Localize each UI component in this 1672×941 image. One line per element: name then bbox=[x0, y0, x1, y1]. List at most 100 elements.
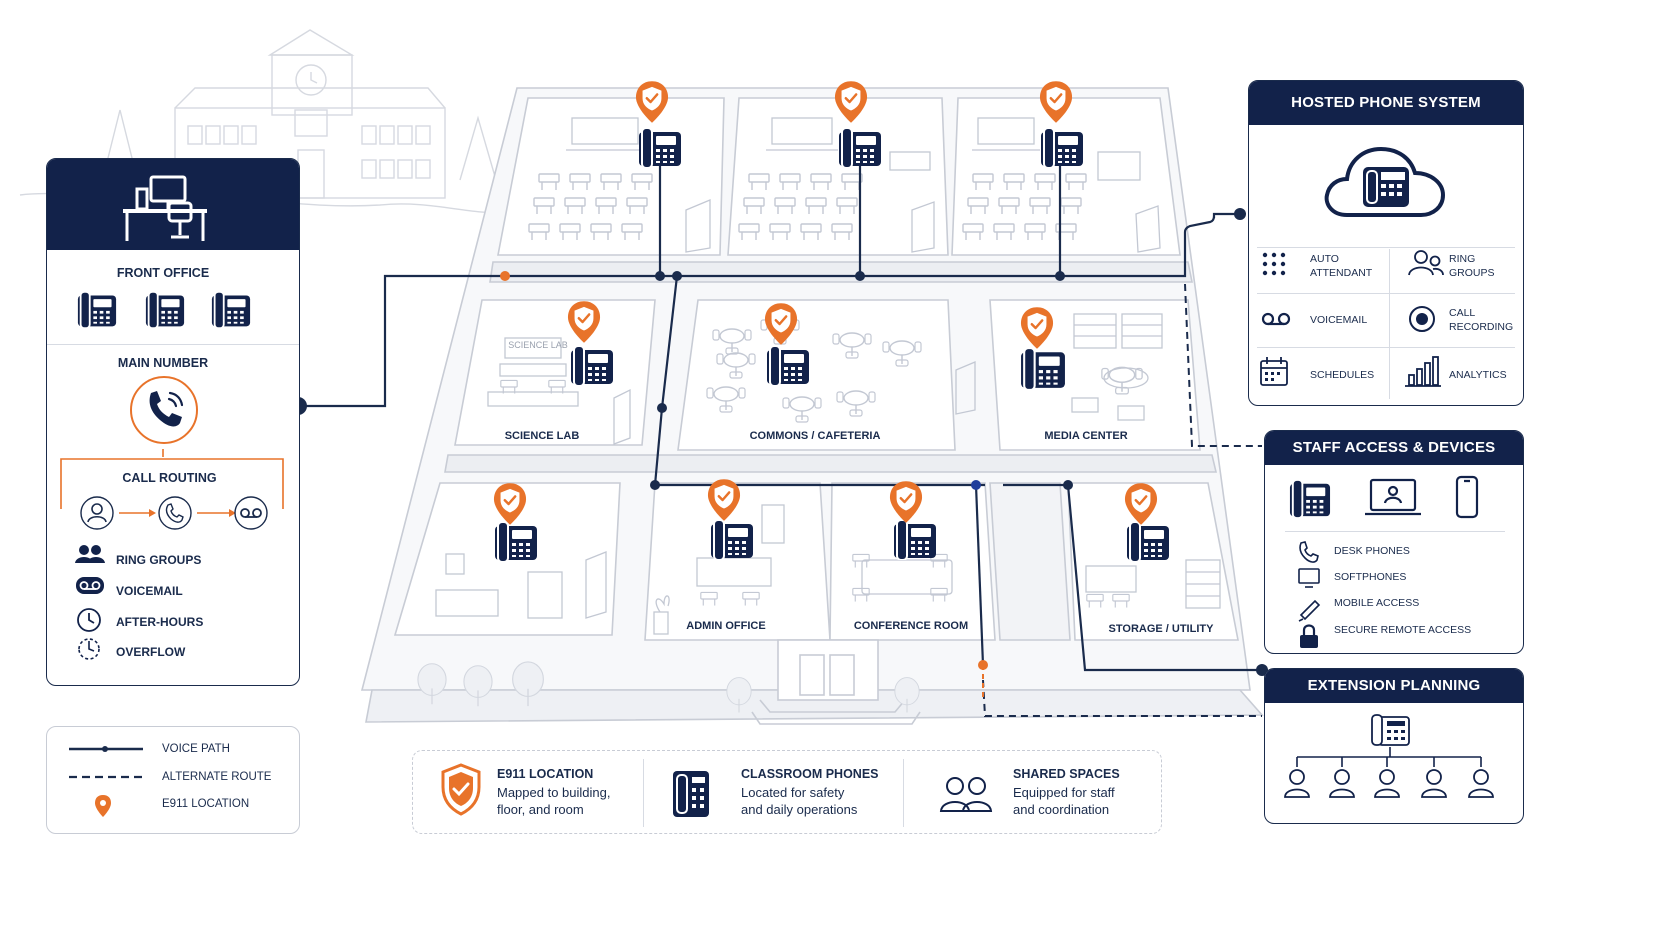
people-icon bbox=[939, 777, 993, 812]
legend-symbols bbox=[69, 746, 143, 817]
room-label-admin-office: ADMIN OFFICE bbox=[686, 620, 765, 632]
analytics-icon bbox=[1405, 356, 1441, 387]
room-furniture bbox=[435, 117, 1221, 635]
lock-icon bbox=[1300, 624, 1318, 648]
staff-mobile-access: MOBILE ACCESS bbox=[1334, 597, 1420, 609]
info-e911-title: E911 LOCATION bbox=[497, 767, 594, 781]
info-classroom-line2: and daily operations bbox=[741, 802, 858, 817]
hosted-call-recording: CALL RECORDING bbox=[1449, 307, 1514, 333]
voicemail-icon bbox=[1261, 312, 1291, 326]
info-shared-title: SHARED SPACES bbox=[1013, 767, 1120, 781]
call-routing-label: CALL ROUTING bbox=[122, 471, 217, 485]
front-office-panel: FRONT OFFICE MAIN NUMBER CALL ROUTING bbox=[46, 158, 300, 686]
staff-secure-remote: SECURE REMOTE ACCESS bbox=[1334, 624, 1472, 636]
voicemail-icon bbox=[76, 577, 104, 594]
cloud-phone-icon bbox=[1324, 146, 1446, 217]
staff-softphones: SOFTPHONES bbox=[1334, 571, 1407, 583]
desk-phone-icon bbox=[1289, 479, 1331, 519]
hosted-analytics: ANALYTICS bbox=[1449, 369, 1507, 381]
info-shared-line2: and coordination bbox=[1013, 802, 1110, 817]
commons-phone-icon bbox=[766, 346, 810, 386]
auto-attendant-icon bbox=[1262, 252, 1286, 276]
info-e911-line2: floor, and room bbox=[497, 802, 584, 817]
classroom-phone-icon bbox=[494, 522, 538, 562]
classroom-phone-icon bbox=[673, 771, 709, 817]
staff-header: STAFF ACCESS & DEVICES bbox=[1265, 431, 1523, 465]
staff-device-icons bbox=[1289, 475, 1479, 519]
extension-phone-icon bbox=[1371, 714, 1410, 746]
feature-voicemail: VOICEMAIL bbox=[116, 584, 183, 598]
extension-user-icons bbox=[1284, 769, 1494, 798]
classroom-phone-icon bbox=[838, 128, 882, 168]
legend-e911-location: E911 LOCATION bbox=[162, 798, 250, 810]
shield-check-icon bbox=[441, 763, 481, 816]
handset-icon bbox=[1299, 541, 1319, 563]
room-label-science-lab: SCIENCE LAB bbox=[505, 430, 580, 442]
feature-after-hours: AFTER-HOURS bbox=[116, 615, 204, 629]
extension-tree bbox=[1284, 714, 1494, 798]
legend-panel: VOICE PATH ALTERNATE ROUTE E911 LOCATION bbox=[46, 726, 300, 834]
staff-desk-phones: DESK PHONES bbox=[1334, 545, 1410, 557]
mobile-phone-icon bbox=[1455, 475, 1479, 519]
call-routing-flow bbox=[60, 449, 284, 509]
divider bbox=[47, 344, 299, 345]
extension-header: EXTENSION PLANNING bbox=[1265, 669, 1523, 703]
extension-planning-panel: EXTENSION PLANNING bbox=[1264, 668, 1524, 824]
divider bbox=[1257, 293, 1515, 294]
desk-workstation-icon bbox=[123, 175, 207, 241]
feature-overflow: OVERFLOW bbox=[116, 645, 186, 659]
room-label-conference-room: CONFERENCE ROOM bbox=[854, 620, 968, 632]
info-classroom-title: CLASSROOM PHONES bbox=[741, 767, 879, 781]
hosted-feature-icons bbox=[1260, 250, 1444, 387]
divider bbox=[643, 759, 644, 827]
call-recording-icon bbox=[1409, 306, 1435, 332]
classroom-phone-icon bbox=[1040, 128, 1084, 168]
classroom-phone-icon bbox=[638, 128, 682, 168]
hosted-schedules: SCHEDULES bbox=[1310, 369, 1375, 381]
overflow-icon bbox=[78, 638, 100, 660]
ring-groups-icon bbox=[75, 545, 105, 563]
main-number-label: MAIN NUMBER bbox=[117, 356, 209, 370]
divider bbox=[1257, 247, 1515, 248]
call-routing-steps bbox=[80, 496, 268, 530]
desk-phone-icon bbox=[211, 291, 251, 329]
media-center-phone-icon bbox=[1020, 348, 1066, 390]
hosted-voicemail: VOICEMAIL bbox=[1310, 314, 1368, 326]
info-shared-line1: Equipped for staff bbox=[1013, 785, 1115, 800]
staff-item-icons bbox=[1298, 541, 1321, 648]
front-office-phones bbox=[77, 291, 251, 329]
legend-alternate-route: ALTERNATE ROUTE bbox=[162, 771, 272, 783]
phone-icon bbox=[158, 496, 192, 530]
user-icon bbox=[80, 496, 114, 530]
staff-access-panel: STAFF ACCESS & DEVICES DESK PHONES SOFTP… bbox=[1264, 430, 1524, 654]
front-office-title: FRONT OFFICE bbox=[116, 266, 210, 280]
hosted-auto-attendant: AUTO ATTENDANT bbox=[1310, 253, 1373, 279]
ring-groups-icon bbox=[1408, 250, 1444, 276]
divider bbox=[1389, 249, 1390, 399]
room-labels: SCIENCE LAB COMMONS / CAFETERIA MEDIA CE… bbox=[505, 340, 1214, 635]
divider bbox=[1257, 347, 1515, 348]
legend-voice-path: VOICE PATH bbox=[162, 743, 230, 755]
room-label-storage: STORAGE / UTILITY bbox=[1109, 623, 1215, 635]
info-strip: E911 LOCATION Mapped to building, floor,… bbox=[412, 750, 1162, 834]
storage-phone-icon bbox=[1126, 522, 1170, 562]
room-label-commons: COMMONS / CAFETERIA bbox=[750, 430, 881, 442]
main-number-phone-icon[interactable] bbox=[127, 373, 201, 447]
divider bbox=[903, 759, 904, 827]
laptop-icon bbox=[1365, 478, 1421, 516]
info-e911-line1: Mapped to building, bbox=[497, 785, 611, 800]
front-office-feature-icons bbox=[75, 545, 105, 660]
science-lab-sign: SCIENCE LAB bbox=[508, 340, 568, 350]
info-classroom-line1: Located for safety bbox=[741, 785, 845, 800]
divider bbox=[1285, 531, 1505, 532]
voicemail-icon bbox=[234, 496, 268, 530]
mobile-access-icon bbox=[1298, 599, 1321, 622]
room-label-media-center: MEDIA CENTER bbox=[1044, 430, 1127, 442]
admin-phone-icon bbox=[710, 520, 754, 560]
front-office-header bbox=[47, 159, 299, 250]
monitor-icon bbox=[1298, 568, 1320, 588]
hosted-header: HOSTED PHONE SYSTEM bbox=[1249, 81, 1523, 125]
clock-icon bbox=[77, 608, 101, 632]
